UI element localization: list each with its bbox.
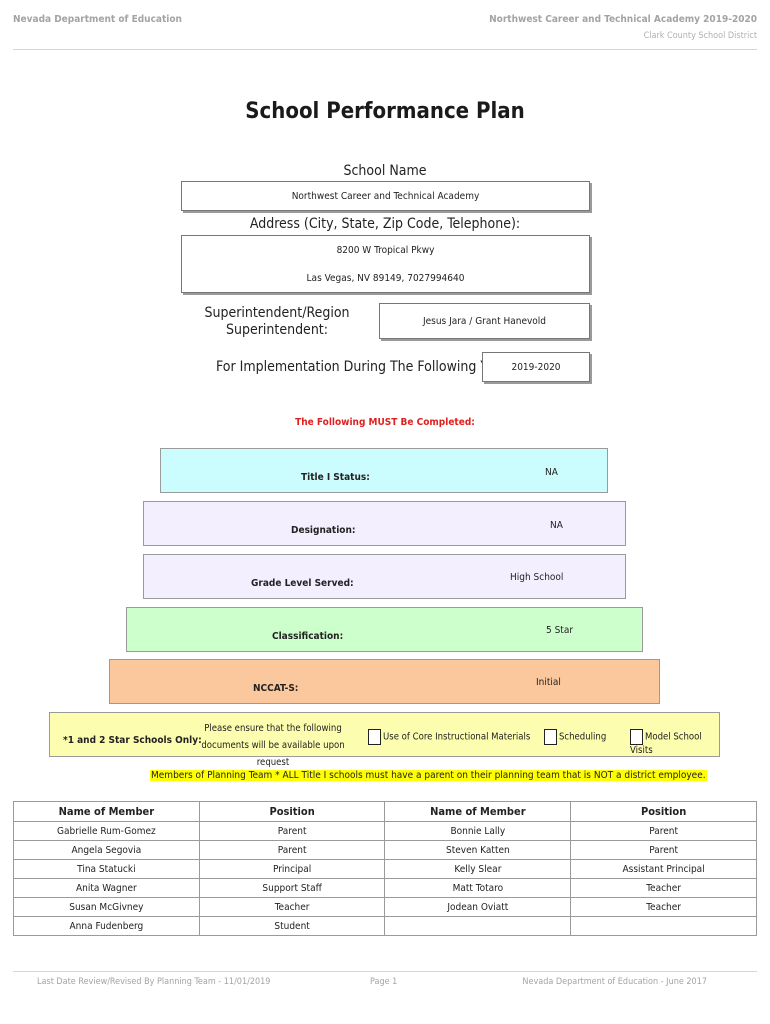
- footer-review-date: Last Date Review/Revised By Planning Tea…: [37, 977, 271, 987]
- page-title: School Performance Plan: [245, 99, 525, 124]
- scheduling-checkbox[interactable]: [544, 729, 557, 745]
- member-position[interactable]: Support Staff: [198, 878, 386, 898]
- classification-label: Classification:: [272, 631, 344, 642]
- member-name[interactable]: Bonnie Lally: [384, 821, 572, 841]
- star-schools-note: Please ensure that the following documen…: [201, 723, 345, 768]
- title1-status-label: Title I Status:: [301, 472, 370, 483]
- designation-row[interactable]: Designation: NA: [143, 501, 626, 546]
- table-row: Susan McGivney Teacher Jodean Oviatt Tea…: [13, 897, 757, 917]
- designation-label: Designation:: [291, 525, 356, 536]
- member-name[interactable]: Steven Katten: [384, 840, 572, 860]
- implementation-years-field[interactable]: 2019-2020: [482, 352, 590, 382]
- core-materials-option[interactable]: Use of Core Instructional Materials: [368, 729, 530, 745]
- column-header: Position: [198, 801, 386, 822]
- model-school-visits-option[interactable]: Model School Visits: [630, 729, 719, 756]
- table-row: Angela Segovia Parent Steven Katten Pare…: [13, 840, 757, 860]
- header-school-year: Northwest Career and Technical Academy 2…: [489, 14, 757, 25]
- member-position[interactable]: Principal: [198, 859, 386, 879]
- table-header-row: Name of Member Position Name of Member P…: [13, 801, 757, 822]
- member-position[interactable]: Parent: [570, 840, 757, 860]
- nccat-value: Initial: [536, 677, 561, 688]
- member-position[interactable]: [570, 916, 757, 936]
- column-header: Name of Member: [384, 801, 572, 822]
- model-school-visits-checkbox[interactable]: [630, 729, 643, 745]
- star-schools-row: *1 and 2 Star Schools Only: Please ensur…: [49, 712, 720, 768]
- scheduling-option[interactable]: Scheduling: [544, 729, 606, 745]
- column-header: Position: [570, 801, 757, 822]
- classification-row[interactable]: Classification: 5 Star: [126, 607, 643, 652]
- member-position[interactable]: Parent: [570, 821, 757, 841]
- footer-divider: [13, 971, 757, 972]
- member-name[interactable]: Matt Totaro: [384, 878, 572, 898]
- nccat-row[interactable]: NCCAT-S: Initial: [109, 659, 660, 704]
- address-line-2: Las Vegas, NV 89149, 7027994640: [306, 272, 465, 284]
- superintendent-field[interactable]: Jesus Jara / Grant Hanevold: [379, 303, 590, 339]
- member-name[interactable]: Kelly Slear: [384, 859, 572, 879]
- grade-level-value: High School: [510, 572, 564, 583]
- member-name[interactable]: Anna Fudenberg: [13, 916, 200, 936]
- member-position[interactable]: Teacher: [570, 878, 757, 898]
- address-line-1: 8200 W Tropical Pkwy: [336, 244, 435, 256]
- footer-department: Nevada Department of Education - June 20…: [522, 977, 707, 987]
- grade-level-label: Grade Level Served:: [251, 578, 354, 589]
- school-name-label: School Name: [343, 163, 427, 179]
- core-materials-checkbox[interactable]: [368, 729, 381, 745]
- member-position[interactable]: Parent: [198, 840, 386, 860]
- school-name-field[interactable]: Northwest Career and Technical Academy: [181, 181, 590, 211]
- nccat-label: NCCAT-S:: [253, 683, 299, 694]
- member-position[interactable]: Student: [198, 916, 386, 936]
- member-name[interactable]: Angela Segovia: [13, 840, 200, 860]
- member-position[interactable]: Teacher: [198, 897, 386, 917]
- title1-status-row[interactable]: Title I Status: NA: [160, 448, 608, 493]
- member-name[interactable]: Susan McGivney: [13, 897, 200, 917]
- planning-team-table: Name of Member Position Name of Member P…: [13, 801, 757, 936]
- member-name[interactable]: Jodean Oviatt: [384, 897, 572, 917]
- planning-team-note: Members of Planning Team * ALL Title I s…: [150, 770, 707, 781]
- member-position[interactable]: Teacher: [570, 897, 757, 917]
- table-row: Gabrielle Rum-Gomez Parent Bonnie Lally …: [13, 821, 757, 841]
- header-agency: Nevada Department of Education: [13, 14, 182, 25]
- member-name[interactable]: [384, 916, 572, 936]
- star-schools-label: *1 and 2 Star Schools Only:: [63, 735, 202, 746]
- table-row: Tina Statucki Principal Kelly Slear Assi…: [13, 859, 757, 879]
- member-position[interactable]: Assistant Principal: [570, 859, 757, 879]
- header-divider: [13, 49, 757, 50]
- address-field[interactable]: 8200 W Tropical Pkwy Las Vegas, NV 89149…: [181, 235, 590, 293]
- address-label: Address (City, State, Zip Code, Telephon…: [249, 216, 521, 232]
- footer-page-number: Page 1: [370, 977, 398, 987]
- grade-level-row[interactable]: Grade Level Served: High School: [143, 554, 626, 599]
- must-complete-notice: The Following MUST Be Completed:: [295, 417, 475, 428]
- member-position[interactable]: Parent: [198, 821, 386, 841]
- member-name[interactable]: Anita Wagner: [13, 878, 200, 898]
- classification-value: 5 Star: [546, 625, 574, 636]
- header-district: Clark County School District: [643, 31, 757, 41]
- title1-status-value: NA: [545, 467, 558, 478]
- column-header: Name of Member: [13, 801, 200, 822]
- member-name[interactable]: Tina Statucki: [13, 859, 200, 879]
- table-row: Anna Fudenberg Student: [13, 916, 757, 936]
- member-name[interactable]: Gabrielle Rum-Gomez: [13, 821, 200, 841]
- superintendent-label: Superintendent/Region Superintendent:: [204, 305, 350, 338]
- designation-value: NA: [550, 520, 563, 531]
- implementation-label: For Implementation During The Following …: [216, 359, 518, 375]
- table-row: Anita Wagner Support Staff Matt Totaro T…: [13, 878, 757, 898]
